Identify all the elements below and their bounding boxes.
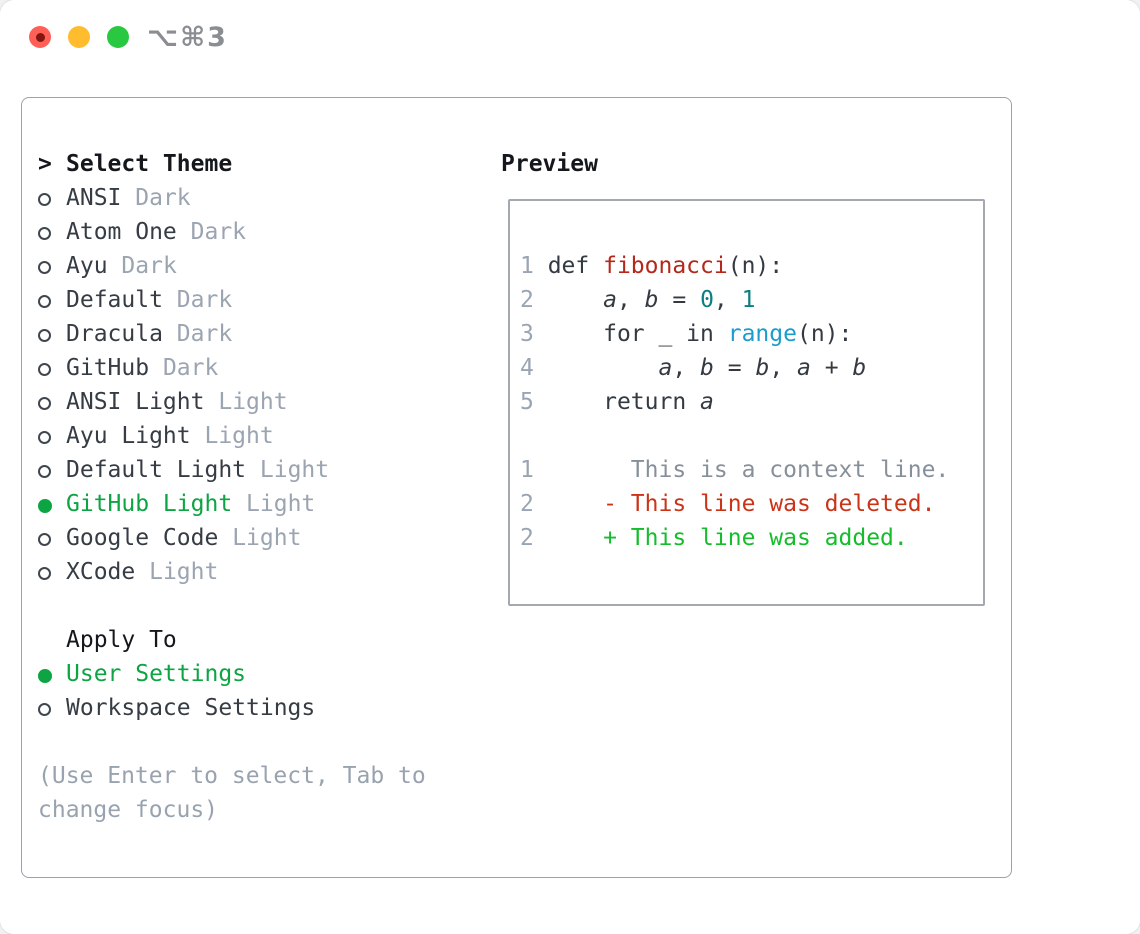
preview-title: Preview (501, 151, 598, 177)
prompt-caret: > (38, 151, 52, 177)
radio-unselected-icon (38, 317, 66, 351)
zoom-button[interactable] (107, 26, 129, 48)
variant-tag: Light (204, 423, 274, 449)
code-line: 1 This is a context line. (520, 457, 950, 483)
code-line: 2 a, b = 0, 1 (520, 287, 756, 313)
radio-unselected-icon (38, 249, 66, 283)
code-line: 3 for _ in range(n): (520, 321, 853, 347)
variant-tag: Light (149, 559, 219, 585)
theme-option-google-code[interactable]: Google Code Light (38, 521, 329, 555)
variant-tag: Light (246, 491, 316, 517)
option-label: Ayu Light (66, 423, 191, 449)
preview-code: 1 def fibonacci(n): 2 a, b = 0, 1 3 for _ … (510, 201, 983, 555)
option-label: GitHub (66, 355, 150, 381)
theme-option-ayu-light[interactable]: Ayu Light Light (38, 419, 329, 453)
option-label: Dracula (66, 321, 163, 347)
radio-unselected-icon (38, 453, 66, 487)
code-line: 1 def fibonacci(n): (520, 253, 784, 279)
window-shortcut-title: ⌥⌘3 (147, 22, 228, 53)
theme-option-default[interactable]: Default Dark (38, 283, 329, 317)
variant-tag: Dark (121, 253, 177, 279)
theme-option-ayu[interactable]: Ayu Dark (38, 249, 329, 283)
radio-unselected-icon (38, 555, 66, 589)
code-line: 2 - This line was deleted. (520, 491, 936, 517)
theme-option-github-light[interactable]: GitHub Light Light (38, 487, 329, 521)
radio-unselected-icon (38, 385, 66, 419)
apply-option-workspace-settings[interactable]: Workspace Settings (38, 691, 315, 725)
variant-tag: Dark (176, 321, 233, 347)
option-label: Google Code (66, 525, 219, 551)
theme-option-atom-one[interactable]: Atom One Dark (38, 215, 329, 249)
option-label: Workspace Settings (66, 695, 316, 721)
theme-option-github[interactable]: GitHub Dark (38, 351, 329, 385)
variant-tag: Light (232, 525, 302, 551)
preview-box: 1 def fibonacci(n): 2 a, b = 0, 1 3 for _ … (508, 199, 985, 606)
variant-tag: Light (259, 457, 330, 483)
option-label: Ayu (66, 253, 108, 279)
radio-selected-icon (38, 487, 66, 521)
preview-header-row: Preview (501, 147, 598, 181)
radio-unselected-icon (38, 691, 66, 725)
radio-unselected-icon (38, 181, 66, 215)
theme-list-title: Select Theme (66, 151, 233, 177)
radio-selected-icon (38, 657, 66, 691)
radio-unselected-icon (38, 351, 66, 385)
option-label: GitHub Light (66, 491, 233, 517)
option-label: User Settings (66, 661, 247, 687)
option-label: Atom One (66, 219, 177, 245)
option-label: XCode (66, 559, 136, 585)
radio-unselected-icon (38, 521, 66, 555)
apply-to-header-row: Apply To (38, 623, 315, 657)
theme-option-default-light[interactable]: Default Light Light (38, 453, 329, 487)
close-button[interactable] (29, 26, 51, 48)
apply-to-title: Apply To (66, 627, 177, 653)
variant-tag: Dark (190, 219, 247, 245)
option-label: ANSI Light (66, 389, 205, 415)
code-line: 5 return a (520, 389, 714, 415)
minimize-button[interactable] (68, 26, 90, 48)
theme-option-xcode[interactable]: XCode Light (38, 555, 329, 589)
radio-unselected-icon (38, 215, 66, 249)
variant-tag: Dark (162, 355, 219, 381)
code-line (520, 419, 983, 453)
code-line: 2 + This line was added. (520, 525, 908, 551)
radio-unselected-icon (38, 283, 66, 317)
option-label: ANSI (66, 185, 122, 211)
code-line: 4 a, b = b, a + b (520, 355, 867, 381)
radio-unselected-icon (38, 419, 66, 453)
keyboard-hint: (Use Enter to select, Tab to change focu… (38, 763, 426, 823)
theme-option-ansi[interactable]: ANSI Dark (38, 181, 329, 215)
option-label: Default (66, 287, 163, 313)
theme-option-ansi-light[interactable]: ANSI Light Light (38, 385, 329, 419)
apply-option-user-settings[interactable]: User Settings (38, 657, 315, 691)
theme-list-header: > Select Theme (38, 147, 329, 181)
variant-tag: Dark (176, 287, 233, 313)
titlebar: ⌥⌘3 (0, 0, 1140, 74)
variant-tag: Light (218, 389, 288, 415)
option-label: Default Light (66, 457, 247, 483)
close-dot-icon (35, 32, 45, 42)
theme-option-dracula[interactable]: Dracula Dark (38, 317, 329, 351)
variant-tag: Dark (135, 185, 191, 211)
